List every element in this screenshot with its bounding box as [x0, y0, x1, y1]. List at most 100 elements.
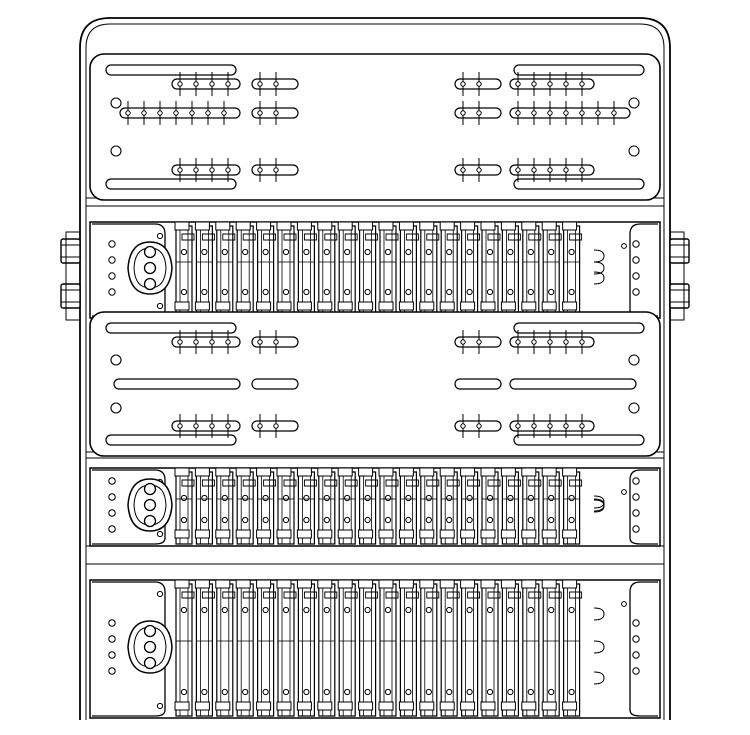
terminal-tab	[318, 702, 332, 710]
edge-hole	[629, 146, 639, 156]
side-block-hole	[109, 478, 115, 484]
terminal-tab	[406, 234, 418, 240]
terminal-tab	[508, 480, 520, 486]
side-block-hole	[109, 510, 115, 516]
latch-tab-screw	[258, 168, 262, 172]
connector-plate	[128, 479, 172, 531]
latch-tab-screw	[274, 111, 278, 115]
latch-tab-screw	[580, 168, 584, 172]
bus-bar-terminal	[481, 222, 500, 316]
terminal-tab	[264, 480, 276, 486]
terminal-tab	[359, 702, 373, 710]
terminal-tab	[195, 702, 209, 710]
edge-hole	[629, 403, 639, 413]
latch-tab-screw	[222, 111, 226, 115]
mount-pin-body	[61, 239, 80, 263]
latch-tab-group	[455, 414, 501, 438]
terminal-tab	[563, 530, 577, 538]
terminal-tab	[379, 468, 393, 476]
terminal-screw	[528, 517, 533, 522]
bus-bar-terminal	[420, 468, 439, 544]
bus-bar-terminal	[338, 222, 357, 316]
frame-rail-3	[86, 546, 664, 564]
terminal-tab	[542, 530, 556, 538]
side-mount-right-1	[670, 239, 689, 263]
side-block-hole	[109, 652, 115, 658]
terminal-tab	[563, 580, 577, 588]
bus-bar-terminal	[236, 580, 255, 716]
side-block-hole	[622, 244, 627, 249]
terminal-screw	[345, 607, 350, 612]
side-block-hole	[622, 490, 627, 495]
latch-tab-screw	[258, 340, 262, 344]
edge-hole	[629, 98, 639, 108]
terminal-tab	[522, 530, 536, 538]
terminal-screw	[243, 517, 248, 522]
side-block-hole	[633, 636, 639, 642]
bus-bar-terminal	[216, 222, 235, 316]
latch-tab-group	[172, 330, 240, 354]
terminal-tab	[182, 234, 194, 240]
side-block-hole	[109, 668, 115, 674]
terminal-screw	[243, 289, 248, 294]
terminal-tab	[318, 302, 332, 310]
slot	[106, 65, 236, 75]
terminal-screw	[222, 249, 227, 254]
terminal-screw	[222, 689, 227, 694]
terminal-screw	[406, 495, 411, 500]
terminal-screw	[324, 517, 329, 522]
terminal-screw	[283, 495, 288, 500]
terminal-screw	[304, 689, 309, 694]
terminal-screw	[426, 495, 431, 500]
terminal-screw	[345, 289, 350, 294]
terminal-tab	[297, 468, 311, 476]
frame-outline	[80, 18, 670, 720]
terminal-tab	[277, 702, 291, 710]
slot	[252, 379, 298, 389]
terminal-screw	[365, 607, 370, 612]
terminal-screw	[263, 607, 268, 612]
terminal-screw	[181, 495, 186, 500]
latch-tab-group	[252, 101, 298, 125]
terminal-screw	[243, 607, 248, 612]
edge-hole	[111, 146, 121, 156]
terminal-screw	[406, 289, 411, 294]
terminal-tab	[359, 580, 373, 588]
terminal-tab	[264, 234, 276, 240]
cover-plate-outline	[90, 54, 660, 200]
terminal-tab	[529, 480, 541, 486]
terminal-tab	[304, 234, 316, 240]
latch-tab-group	[455, 101, 501, 125]
terminal-tab	[277, 530, 291, 538]
terminal-tab	[202, 480, 214, 486]
terminal-tab	[216, 580, 230, 588]
terminal-tab	[277, 580, 291, 588]
edge-hole	[111, 355, 121, 365]
terminal-tab	[216, 222, 230, 230]
side-block-hole	[157, 233, 162, 238]
terminal-screw	[467, 289, 472, 294]
terminal-tab	[420, 702, 434, 710]
hook	[594, 672, 604, 684]
terminal-tab	[359, 222, 373, 230]
terminal-tab	[175, 580, 189, 588]
latch-tab-screw	[210, 168, 214, 172]
terminal-screw	[365, 495, 370, 500]
hook	[594, 608, 604, 620]
hook	[594, 262, 604, 274]
terminal-tab	[284, 480, 296, 486]
bus-bar-terminal	[277, 580, 296, 716]
terminal-screw	[385, 607, 390, 612]
terminal-screw	[549, 517, 554, 522]
bus-bar-terminal	[359, 468, 378, 544]
latch-tab-screw	[548, 168, 552, 172]
terminal-tab	[488, 234, 500, 240]
terminal-tab	[297, 302, 311, 310]
latch-tab-group	[252, 158, 298, 182]
latch-tab-screw	[194, 424, 198, 428]
terminal-tab	[522, 702, 536, 710]
terminal-tab	[318, 530, 332, 538]
terminal-screw	[467, 249, 472, 254]
terminal-tab	[297, 530, 311, 538]
terminal-tab	[570, 234, 582, 240]
